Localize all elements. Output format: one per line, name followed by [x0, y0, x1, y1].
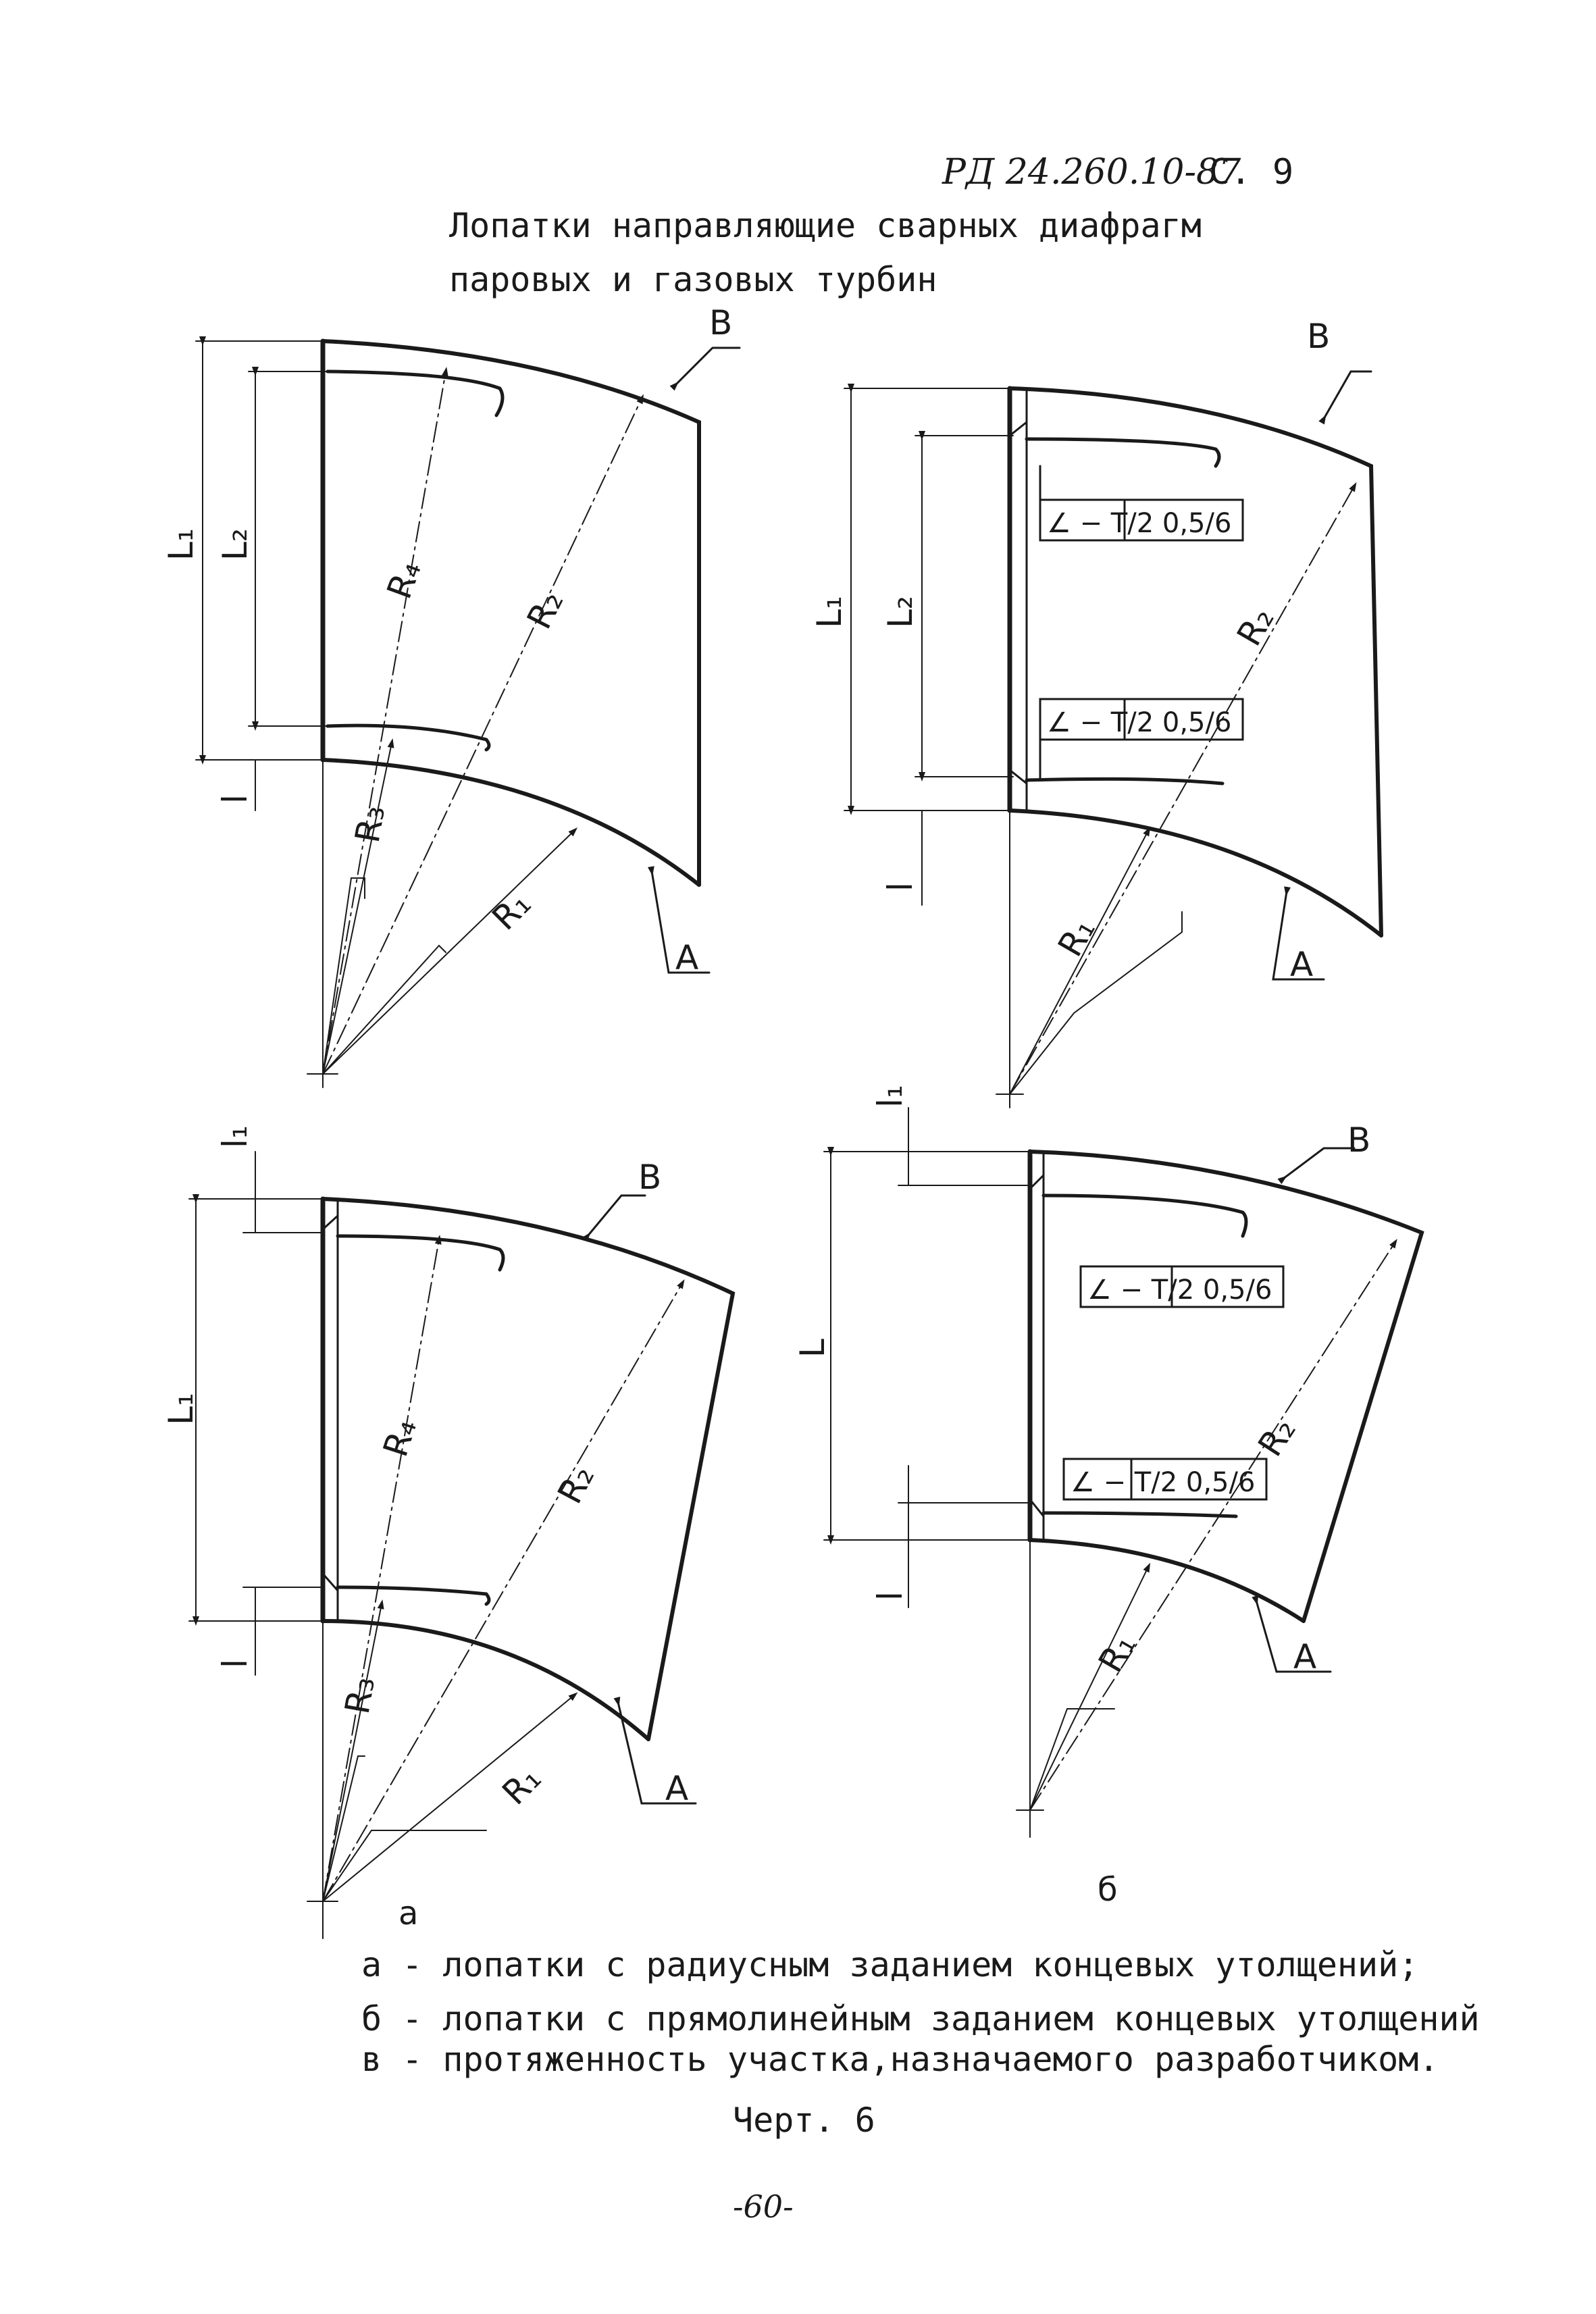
dim-l: L [793, 1339, 832, 1358]
weld-symbol: ∠ − T/2 0,5/6 [1047, 508, 1231, 539]
radius-r4: R₄ [380, 556, 429, 604]
radius-r1: R₁ [484, 884, 538, 938]
legend-item-b: б - лопатки с прямолинейным заданием кон… [361, 1999, 1480, 2038]
dim-l: l [871, 1591, 910, 1601]
radius-r1: R₁ [1091, 1628, 1143, 1679]
radius-r1: R₁ [1050, 912, 1103, 963]
label-a: А [675, 938, 698, 977]
dim-l2: L₂ [881, 596, 920, 628]
blade-drawing-bottom-right [823, 1107, 1424, 1838]
dim-l: l [215, 794, 255, 804]
radius-r4: R₄ [376, 1414, 424, 1462]
dim-l1: L₁ [810, 596, 849, 628]
dim-l: l [215, 1659, 255, 1668]
drawing-caption-b: б [1098, 1871, 1118, 1909]
dim-l1: L₁ [161, 1393, 201, 1425]
radius-r2: R₂ [550, 1459, 602, 1510]
dim-l1: L₁ [161, 528, 201, 561]
drawing-caption-a: а [398, 1895, 419, 1932]
weld-symbol: ∠ − T/2 0,5/6 [1047, 707, 1231, 738]
label-a: А [665, 1769, 688, 1808]
label-a: А [1290, 945, 1313, 984]
radius-r3: R₃ [348, 802, 393, 846]
page-number: -60- [733, 2188, 794, 2225]
label-b: В [1347, 1121, 1370, 1160]
document-code: РД 24.260.10-87 [942, 152, 1241, 192]
radius-r3: R₃ [338, 1674, 383, 1717]
dim-l: l [881, 882, 920, 892]
weld-symbol: ∠ − T/2 0,5/6 [1071, 1467, 1255, 1498]
figure-caption: Черт. 6 [733, 2101, 875, 2140]
blade-drawing-top-left [195, 336, 741, 1088]
label-b: В [638, 1158, 661, 1197]
label-b: В [1307, 317, 1330, 356]
radius-r2: R₂ [519, 584, 571, 635]
blade-drawing-bottom-left [188, 1151, 736, 1939]
title-line-2: паровых и газовых турбин [449, 260, 937, 299]
dim-l2: L₂ [215, 528, 255, 561]
radius-r1: R₁ [494, 1759, 548, 1813]
label-b: В [709, 303, 732, 342]
page-reference: С. 9 [1209, 152, 1294, 192]
label-a: А [1293, 1637, 1316, 1676]
dim-l1: l₁ [871, 1085, 910, 1108]
legend-item-v: в - протяженность участка,назначаемого р… [361, 2040, 1439, 2079]
radius-r2: R₂ [1229, 601, 1282, 652]
legend-item-a: а - лопатки с радиусным заданием концевы… [361, 1945, 1419, 1984]
weld-symbol: ∠ − T/2 0,5/6 [1087, 1275, 1272, 1306]
dim-l1: l₁ [215, 1125, 255, 1148]
blade-drawing-top-right [844, 370, 1383, 1108]
title-line-1: Лопатки направляющие сварных диафрагм [449, 206, 1202, 245]
